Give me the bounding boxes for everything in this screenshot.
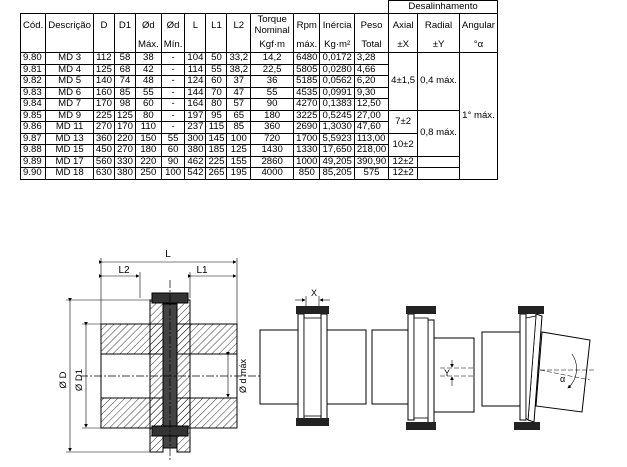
col-header-peso: Peso <box>353 13 390 36</box>
axial-value-a: 4±1,5 <box>388 52 419 111</box>
table-row: 9.90 MD 18 630 380 250 100 542 265 195 4… <box>19 167 498 180</box>
table-row: 9.87 MD 13 360 220 150 55 300 145 100 72… <box>19 132 498 157</box>
axial-value-c: 10±2 <box>388 132 419 157</box>
axial-value-d: 12±2 <box>388 155 419 168</box>
radial-value-a: 0,4 máx. <box>417 52 460 111</box>
label-L1: L1 <box>196 265 208 276</box>
col-header-radial: Radial <box>417 13 460 36</box>
axial-misalignment-view: X <box>259 288 367 426</box>
axial-value-b: 7±2 <box>388 109 419 134</box>
dimension-lines: L L2 L1 Ø D Ø D1 Ø d máx <box>58 249 248 453</box>
subheader-angular-unit: °α <box>458 36 499 53</box>
label-D: Ø D <box>58 371 69 388</box>
label-dmax: Ø d máx <box>238 358 248 393</box>
label-D1: Ø D1 <box>74 369 85 391</box>
subheader-peso-unit: Total <box>353 36 390 53</box>
subheader-inercia-unit: Kg·m² <box>319 36 355 53</box>
col-header-inercia: Inércia <box>319 13 355 36</box>
col-header-rpm: Rpm <box>293 13 321 36</box>
label-L2: L2 <box>118 265 130 276</box>
col-header-d: D <box>92 13 115 36</box>
bolt-icon <box>406 422 436 430</box>
label-L: L <box>165 249 171 260</box>
col-header-descricao: Descrição <box>45 13 94 36</box>
table-row: 9.89 MD 17 560 330 220 90 462 225 155 28… <box>19 155 498 168</box>
label-alpha: α <box>560 374 565 384</box>
misalignment-group-header: Desalinhamento <box>388 0 498 14</box>
col-header-l1: L1 <box>205 13 228 36</box>
col-header-axial: Axial <box>388 13 419 36</box>
bolt-icon <box>518 306 544 314</box>
subheader-axial-unit: ±X <box>388 36 419 53</box>
table-row: 9.88 MD 15 450 270 180 60 380 185 125 14… <box>19 144 498 157</box>
col-header-d1: D1 <box>113 13 136 36</box>
table-row: 9.86 MD 11 270 170 110 - 237 115 85 360 … <box>19 121 498 134</box>
col-header-cod: Cód. <box>19 13 47 36</box>
subheader-dmin-unit: Mín. <box>160 36 186 53</box>
table-row: 9.81 MD 4 125 68 42 - 114 55 38,2 22,5 5… <box>19 63 498 76</box>
coupling-spec-table: Desalinhamento Cód. Descrição D D1 Ød Ød… <box>19 0 499 180</box>
subheader-torque-unit: Kgf·m <box>250 36 295 53</box>
angular-misalignment-view: α <box>481 306 594 430</box>
col-header-angular: Angular <box>458 13 499 36</box>
col-header-l: L <box>184 13 207 36</box>
col-header-dmin: Ød <box>160 13 186 36</box>
table-row: 9.84 MD 7 170 98 60 - 164 80 57 90 4270 … <box>19 98 498 111</box>
radial-misalignment-view: Y <box>371 306 475 430</box>
radial-value-b: 0,8 máx. <box>417 109 460 157</box>
label-X: X <box>311 288 317 298</box>
bolt-icon <box>296 306 329 314</box>
table-row: 9.80 MD 3 112 58 38 - 104 50 33,2 14,2 6… <box>19 52 499 180</box>
axial-value-e: 12±2 <box>388 167 419 180</box>
col-header-l2: L2 <box>226 13 252 36</box>
coupling-section-view <box>80 280 262 460</box>
subheader-radial-unit: ±Y <box>417 36 460 53</box>
subheader-dmax-unit: Máx. <box>134 36 162 53</box>
coupling-drawings: L L2 L1 Ø D Ø D1 Ø d máx X <box>58 249 594 460</box>
col-header-torque: Torque Nominal <box>250 13 295 36</box>
table-row: 9.83 MD 6 160 85 55 - 144 70 47 55 4535 … <box>19 86 498 99</box>
angular-value: 1° máx. <box>458 52 499 180</box>
bolt-icon <box>514 422 540 430</box>
table-row: 9.85 MD 9 225 125 80 - 197 95 65 180 322… <box>19 109 498 157</box>
bolt-icon <box>296 418 329 426</box>
bolt-icon <box>406 306 436 314</box>
col-header-dmax: Ød <box>134 13 162 36</box>
label-Y: Y <box>444 368 450 378</box>
subheader-rpm-unit: máx. <box>293 36 321 53</box>
